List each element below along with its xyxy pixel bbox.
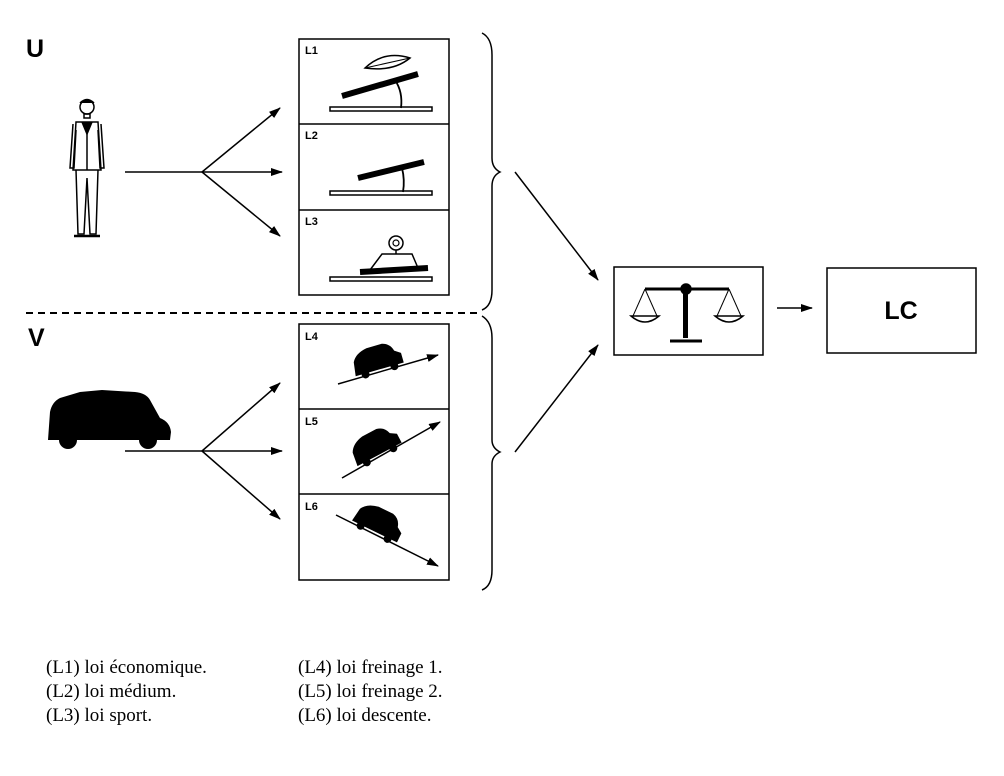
- braking-2-icon: [341, 421, 441, 479]
- law-label-l4: L4: [305, 331, 319, 343]
- scale-icon: [628, 283, 746, 343]
- law-panel-l1: L1: [305, 45, 433, 112]
- u-to-balance-arrow: [514, 171, 599, 281]
- legend-item-l6: (L6) loi descente.: [298, 705, 432, 726]
- eco-pedal-icon: [329, 54, 433, 112]
- brace-v: [481, 315, 502, 591]
- v-to-balance-arrow: [514, 344, 599, 453]
- law-label-l5: L5: [305, 416, 318, 428]
- lc-label: LC: [884, 297, 917, 325]
- law-stack-v: [298, 323, 450, 581]
- law-panel-l3: L3: [305, 216, 433, 282]
- law-label-l3: L3: [305, 216, 318, 228]
- driver-icon: [69, 98, 105, 238]
- law-label-l1: L1: [305, 45, 318, 57]
- driver-fan-arrows: [125, 107, 283, 237]
- brace-u: [481, 32, 502, 311]
- braking-1-icon: [337, 343, 439, 385]
- sport-pedal-icon: [329, 235, 433, 282]
- lc-box: [826, 267, 977, 354]
- vehicle-fan-arrows: [125, 382, 283, 520]
- medium-pedal-icon: [329, 159, 433, 196]
- legend-item-l2: (L2) loi médium.: [46, 681, 177, 702]
- law-panel-l4: L4: [305, 331, 439, 385]
- legend-item-l5: (L5) loi freinage 2.: [298, 681, 443, 702]
- legend-item-l1: (L1) loi économique.: [46, 657, 207, 678]
- legend-column-u: (L1) loi économique. (L2) loi médium. (L…: [46, 656, 207, 728]
- law-selection-diagram: U V L1: [26, 32, 977, 591]
- balance-box: [613, 266, 764, 356]
- legend-item-l4: (L4) loi freinage 1.: [298, 657, 443, 678]
- legend-column-v: (L4) loi freinage 1. (L5) loi freinage 2…: [298, 656, 443, 728]
- section-u-label: U: [26, 35, 44, 63]
- legend-item-l3: (L3) loi sport.: [46, 705, 153, 726]
- law-panel-l5: L5: [305, 416, 441, 479]
- law-stack-u: [298, 38, 450, 296]
- descent-icon: [335, 505, 439, 567]
- law-label-l2: L2: [305, 130, 318, 142]
- law-panel-l2: L2: [305, 130, 433, 196]
- law-panel-l6: L6: [305, 501, 439, 567]
- law-label-l6: L6: [305, 501, 318, 513]
- section-v-label: V: [28, 324, 45, 352]
- car-icon: [48, 390, 171, 449]
